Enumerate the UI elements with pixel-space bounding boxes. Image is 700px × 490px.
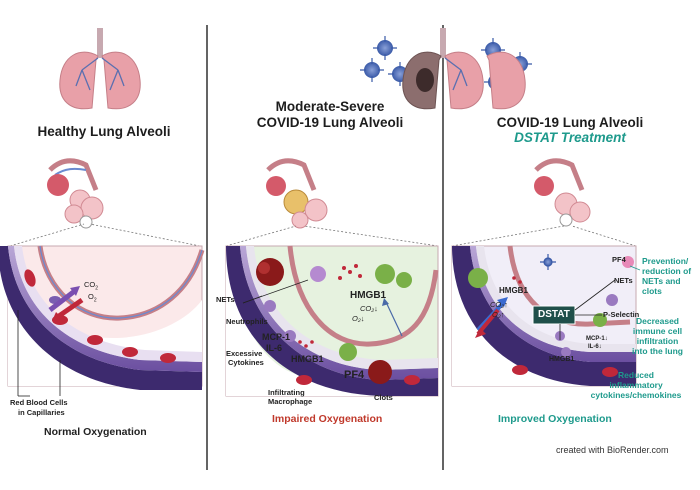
dstat-box-label: DSTAT <box>538 309 570 320</box>
healthy-lungs-right-icon <box>486 51 526 110</box>
dstat-title-line1: COVID-19 Lung Alveoli <box>496 115 644 130</box>
covid-clots-label: Clots <box>374 393 393 402</box>
covid-title-line2: COVID-19 Lung Alveoli <box>256 115 404 130</box>
covid-nets-label: NETs <box>216 295 235 304</box>
covid-il6-label: IL-6 <box>266 343 283 353</box>
covid-hmgb1-bottom: HMGB1 <box>291 354 324 364</box>
dstat-footer: Improved Oxygenation <box>498 413 612 425</box>
infected-lungs-icon <box>402 28 484 110</box>
covid-mcp1-label: MCP-1 <box>262 332 291 342</box>
dstat-mcp1-label: MCP-1↓ <box>586 336 608 342</box>
healthy-title: Healthy Lung Alveoli <box>37 124 171 139</box>
dstat-effect-nets-clots: Prevention/ reduction of NETs and clots <box>642 256 692 296</box>
covid-cytokines-line1: Excessive <box>226 349 263 358</box>
healthy-o2-label: O2 <box>88 292 97 304</box>
covid-o2-down: O₂↓ <box>352 314 365 323</box>
covid-macrophage-line2: Macrophage <box>268 397 313 406</box>
healthy-footer: Normal Oxygenation <box>44 426 147 438</box>
dstat-nets-label: NETs <box>614 276 633 285</box>
rbc-label-line1: Red Blood Cells <box>10 398 68 407</box>
healthy-alveolus-detail <box>0 245 205 390</box>
dstat-alveoli-cluster-icon <box>534 158 591 227</box>
covid-hmgb1-top: HMGB1 <box>350 290 387 301</box>
dstat-hmgb1-top: HMGB1 <box>499 286 528 295</box>
dstat-pselectin-label: P-Selectin <box>603 310 640 319</box>
dstat-effect-cytokines: Reduced inflammatory cytokines/chemokine… <box>590 370 682 400</box>
dstat-pf4-label: PF4 <box>612 255 626 264</box>
covid-co2-down: CO₂↓ <box>360 304 378 313</box>
covid-alveolus-detail <box>225 245 439 397</box>
covid-footer: Impaired Oxygenation <box>272 413 383 425</box>
covid-neutrophils-label: Neutrophils <box>226 317 268 326</box>
dstat-il6-label: IL-6↓ <box>588 344 602 350</box>
healthy-co2-label: CO2 <box>84 280 99 292</box>
covid-macrophage-line1: Infiltrating <box>268 388 305 397</box>
dstat-hmgb1-bottom: HMGB1 <box>549 356 575 363</box>
healthy-lungs-icon <box>59 28 141 110</box>
covid-cytokines-line2: Cytokines <box>228 358 264 367</box>
dstat-effect-immune-cells: Decreased immune cell infiltration into … <box>632 316 683 356</box>
covid-title-line1: Moderate-Severe <box>275 99 385 114</box>
covid-pf4-label: PF4 <box>344 369 365 381</box>
rbc-label-line2: in Capillaries <box>18 408 65 417</box>
biorender-credit: created with BioRender.com <box>556 445 669 455</box>
dstat-o2-up: O₂↑ <box>492 310 505 319</box>
dstat-title-line2: DSTAT Treatment <box>514 130 626 145</box>
covid-alveoli-cluster-icon <box>266 158 328 229</box>
healthy-alveoli-cluster-icon <box>47 158 104 229</box>
dstat-co2-up: CO₂↑ <box>490 300 508 309</box>
